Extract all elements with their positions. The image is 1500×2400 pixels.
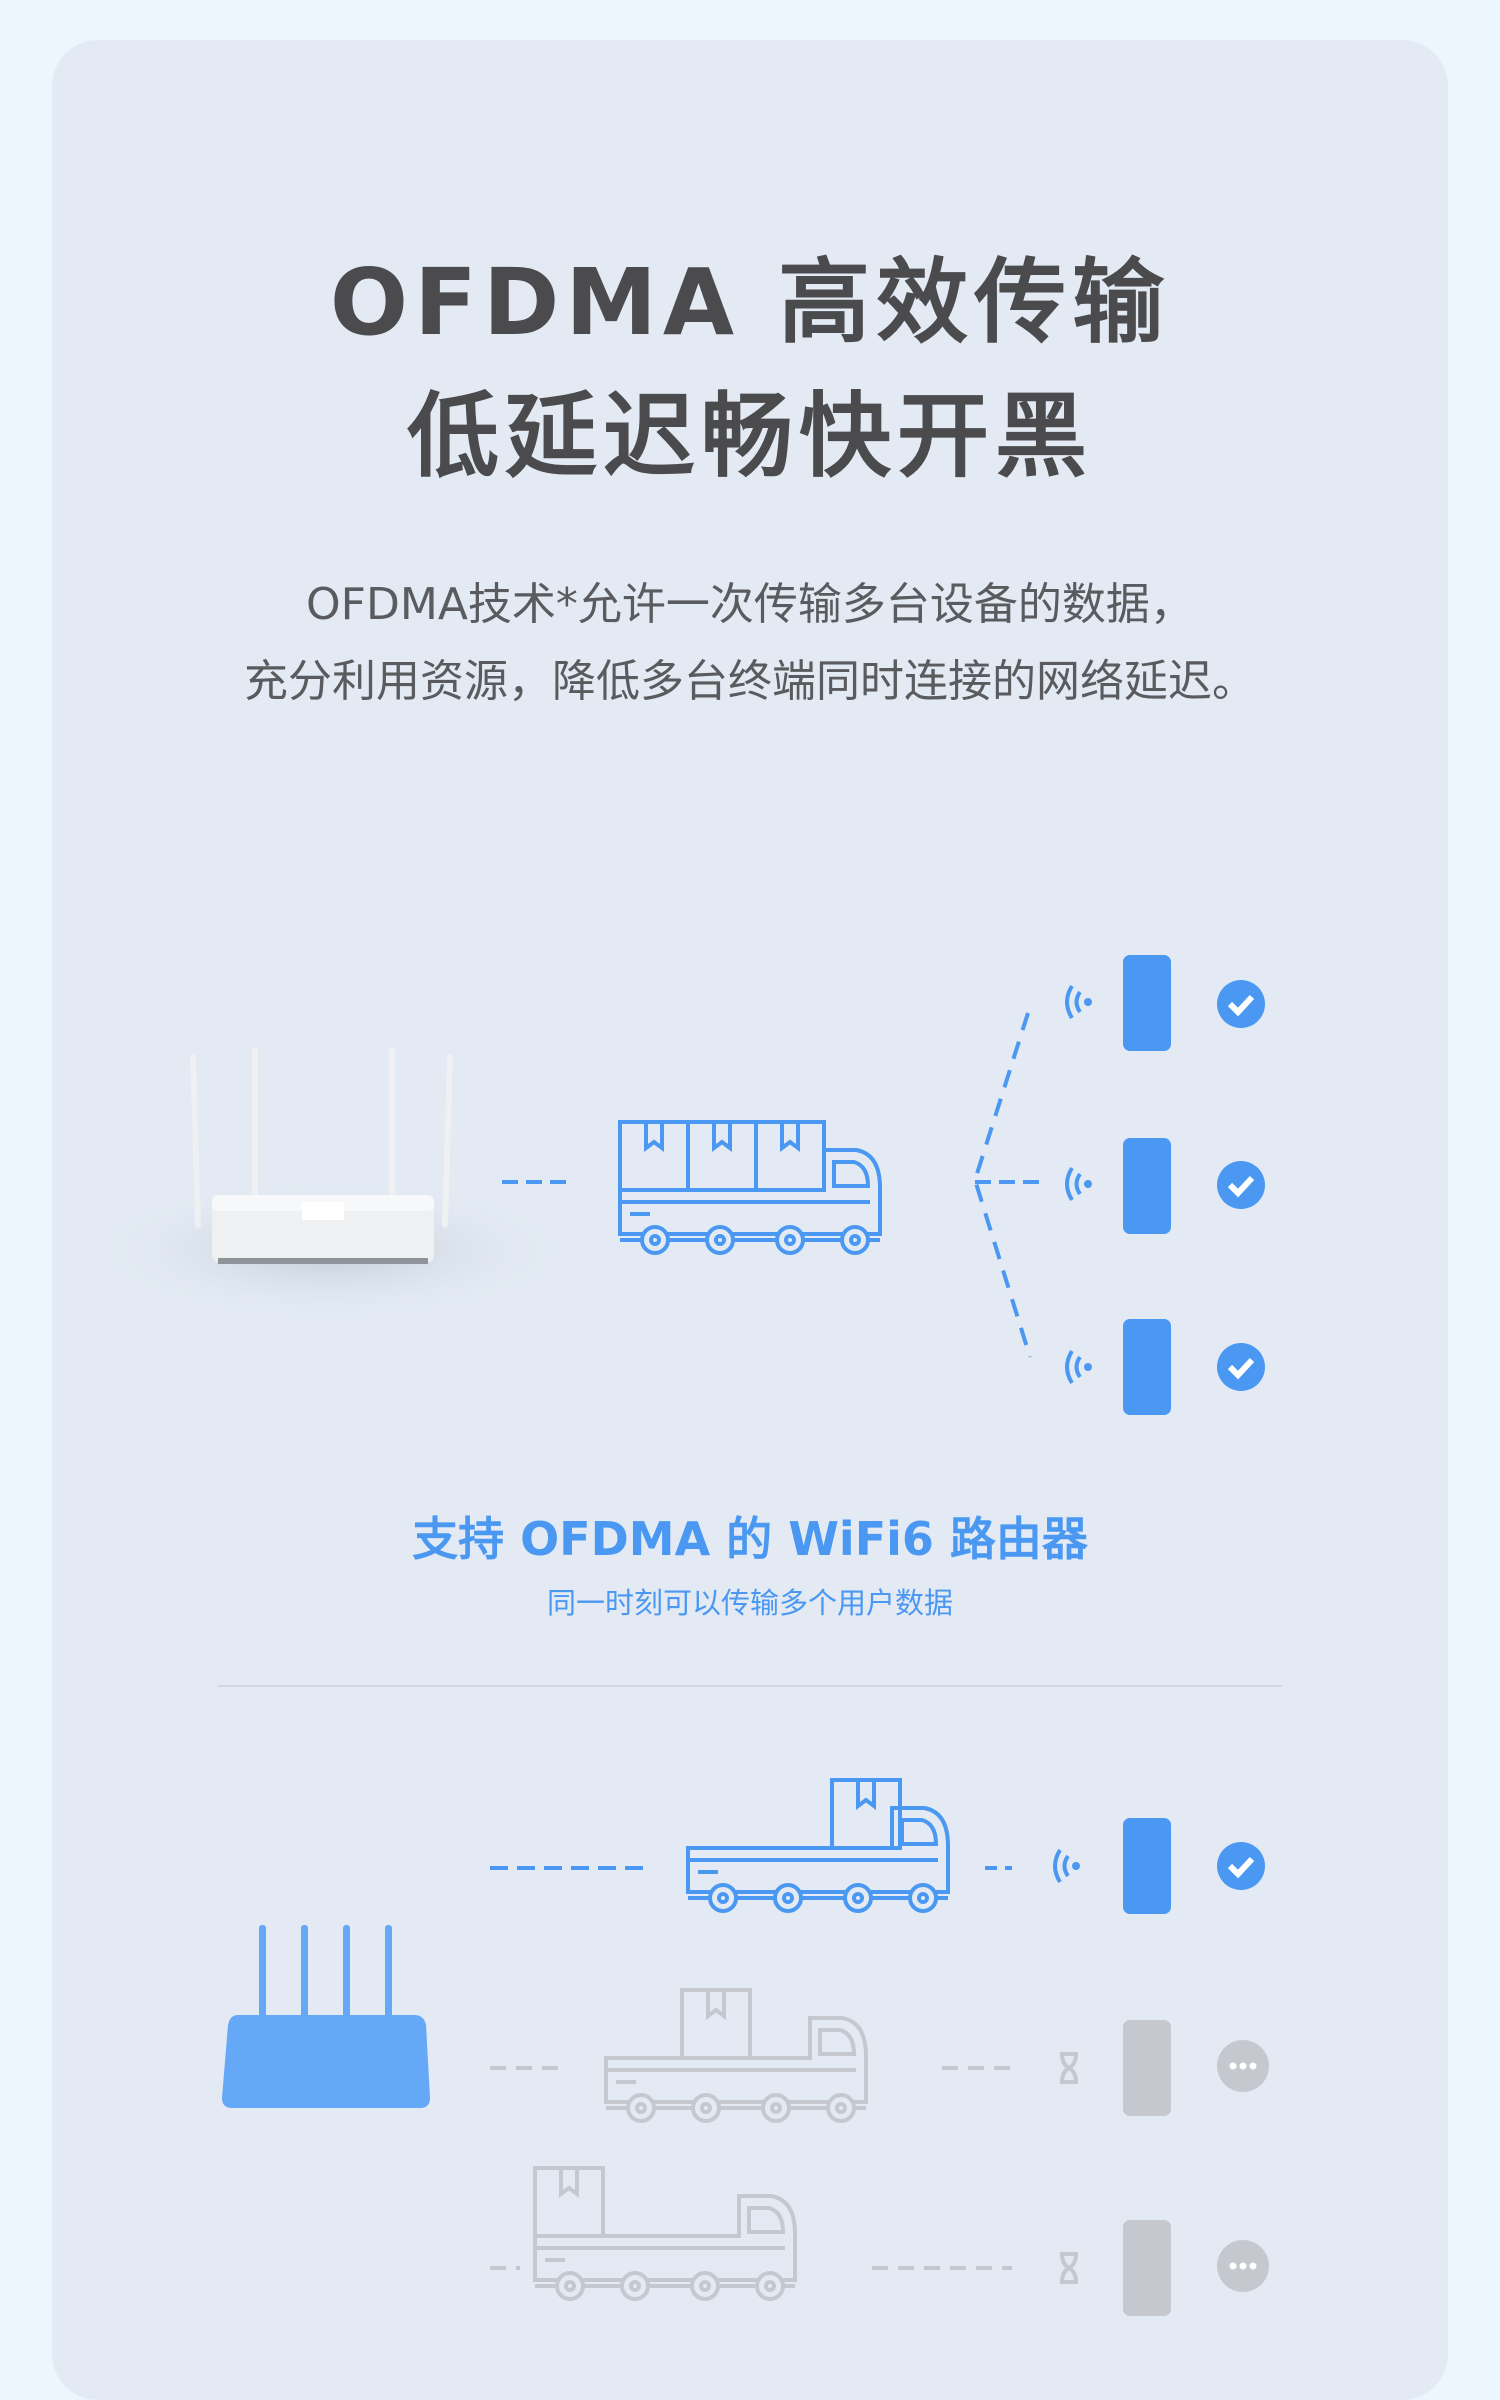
phone-icon — [1123, 2220, 1171, 2316]
more-icon — [1215, 2238, 1271, 2294]
ofdma-section-title: 支持 OFDMA 的 WiFi6 路由器 — [412, 1512, 1088, 1566]
wifi-signal-icon — [1065, 984, 1094, 1020]
wifi-signal-icon — [1053, 1848, 1082, 1884]
device-row — [1065, 1138, 1265, 1234]
check-icon — [1217, 1161, 1265, 1209]
description-line2: 充分利用资源，降低多台终端同时连接的网络延迟。 — [244, 656, 1256, 707]
truck-single-cargo-icon — [686, 1778, 950, 1913]
check-icon — [1217, 1842, 1265, 1890]
more-icon — [1215, 2038, 1271, 2094]
page-title-line1: OFDMA 高效传输 — [329, 249, 1171, 356]
device-row — [1065, 955, 1265, 1051]
legacy-row-waiting — [490, 2166, 1271, 2316]
phone-icon — [1123, 1818, 1171, 1914]
ofdma-section-subtitle: 同一时刻可以传输多个用户数据 — [546, 1586, 953, 1620]
phone-icon — [1123, 955, 1171, 1051]
hourglass-icon — [1058, 2052, 1080, 2084]
wifi-signal-icon — [1065, 1349, 1094, 1385]
legacy-row-active — [490, 1778, 1265, 1914]
wifi-signal-icon — [1065, 1166, 1094, 1202]
page-title-line2: 低延迟畅快开黑 — [406, 383, 1093, 490]
check-icon — [1217, 1343, 1265, 1391]
phone-icon — [1123, 1319, 1171, 1415]
check-icon — [1217, 980, 1265, 1028]
device-row — [1065, 1319, 1265, 1415]
truck-single-cargo-icon — [533, 2166, 797, 2301]
phone-icon — [1123, 1138, 1171, 1234]
ofdma-diagram — [90, 955, 1282, 2316]
truck-single-cargo-icon — [604, 1988, 868, 2123]
wifi6-router-image — [90, 1047, 570, 1320]
phone-icon — [1123, 2020, 1171, 2116]
legacy-router-icon — [222, 1925, 430, 2108]
hourglass-icon — [1058, 2252, 1080, 2284]
branch-lines — [972, 1012, 1032, 1358]
legacy-row-waiting — [490, 1988, 1271, 2123]
description-line1: OFDMA技术*允许一次传输多台设备的数据， — [306, 579, 1194, 630]
truck-multi-cargo-icon — [618, 1120, 882, 1255]
